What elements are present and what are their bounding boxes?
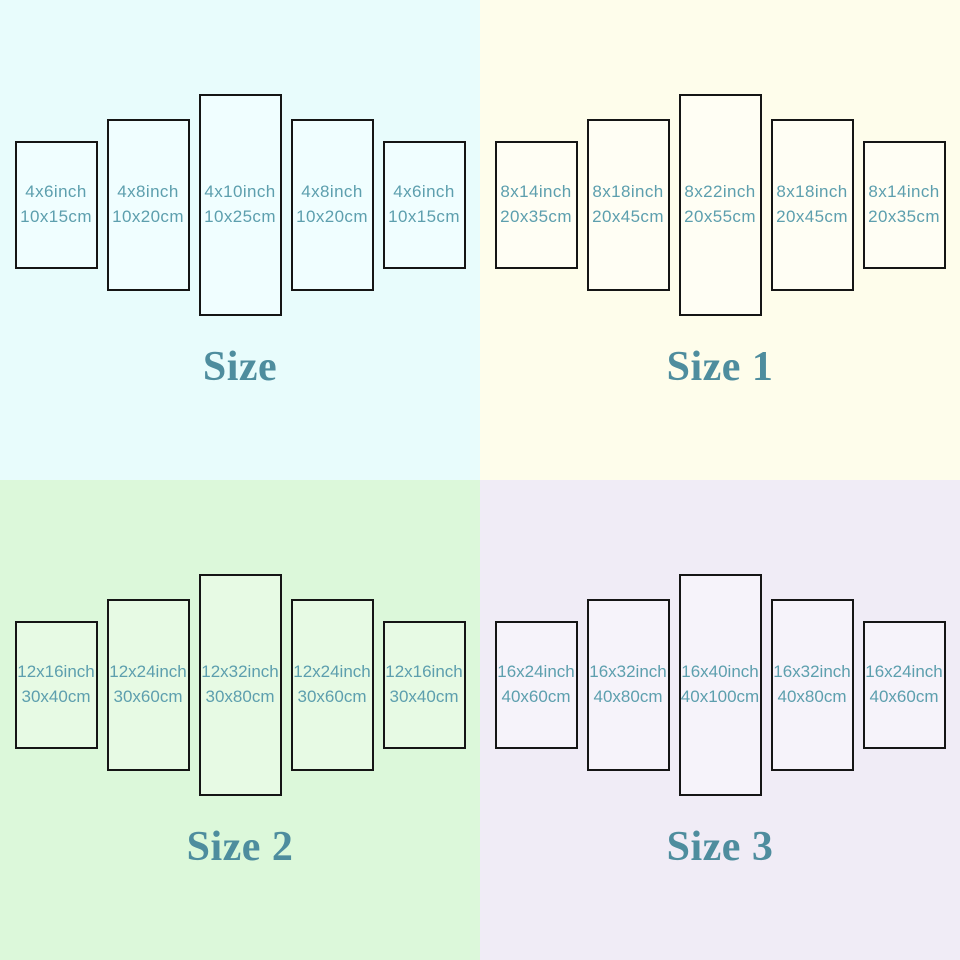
size-cm: 30x40cm bbox=[389, 687, 459, 706]
panel-size-label: 12x16inch 30x40cm bbox=[385, 660, 463, 709]
size-cm: 40x60cm bbox=[869, 687, 939, 706]
panel-size-label: 12x24inch 30x60cm bbox=[109, 660, 187, 709]
size-inch: 16x24inch bbox=[497, 662, 575, 682]
size-inch: 4x6inch bbox=[393, 182, 455, 202]
panel-size-label: 8x22inch 20x55cm bbox=[684, 180, 756, 229]
size-inch: 8x22inch bbox=[684, 182, 756, 202]
panel-size-label: 16x32inch 40x80cm bbox=[589, 660, 667, 709]
panel-size-label: 8x18inch 20x45cm bbox=[776, 180, 848, 229]
panel-size-label: 8x18inch 20x45cm bbox=[592, 180, 664, 229]
panel-size-label: 4x8inch 10x20cm bbox=[112, 180, 184, 229]
size-cm: 20x35cm bbox=[500, 207, 572, 226]
size-inch: 8x14inch bbox=[500, 182, 572, 202]
panel-3: 4x10inch 10x25cm bbox=[198, 94, 282, 316]
size-inch: 16x24inch bbox=[865, 662, 943, 682]
panel-row: 4x6inch 10x15cm 4x8inch 10x20cm 4x10inch… bbox=[0, 94, 480, 316]
panel-size-label: 12x16inch 30x40cm bbox=[17, 660, 95, 709]
panel-5: 12x16inch 30x40cm bbox=[382, 621, 466, 749]
size-cm: 30x40cm bbox=[21, 687, 91, 706]
size-inch: 4x10inch bbox=[204, 182, 276, 202]
panel-size-label: 4x8inch 10x20cm bbox=[296, 180, 368, 229]
panel-size-label: 16x40inch 40x100cm bbox=[681, 660, 759, 709]
size-cm: 20x55cm bbox=[684, 207, 756, 226]
size-chart-quadrant-size-1: 8x14inch 20x35cm 8x18inch 20x45cm 8x22in… bbox=[480, 0, 960, 480]
chart-title: Size 3 bbox=[666, 824, 774, 870]
size-inch: 12x24inch bbox=[109, 662, 187, 682]
panel-size-label: 4x10inch 10x25cm bbox=[204, 180, 276, 229]
panel-3: 12x32inch 30x80cm bbox=[198, 574, 282, 796]
size-cm: 20x35cm bbox=[868, 207, 940, 226]
size-cm: 10x15cm bbox=[388, 207, 460, 226]
size-cm: 40x100cm bbox=[680, 687, 760, 706]
chart-title: Size 1 bbox=[666, 344, 774, 390]
panel-size-label: 16x24inch 40x60cm bbox=[497, 660, 575, 709]
panel-5: 16x24inch 40x60cm bbox=[862, 621, 946, 749]
size-inch: 4x8inch bbox=[301, 182, 363, 202]
panel-size-label: 8x14inch 20x35cm bbox=[500, 180, 572, 229]
size-cm: 10x15cm bbox=[20, 207, 92, 226]
panel-5: 8x14inch 20x35cm bbox=[862, 141, 946, 269]
size-inch: 8x14inch bbox=[868, 182, 940, 202]
size-cm: 10x25cm bbox=[204, 207, 276, 226]
size-inch: 12x16inch bbox=[385, 662, 463, 682]
size-inch: 4x6inch bbox=[25, 182, 87, 202]
size-inch: 12x24inch bbox=[293, 662, 371, 682]
panel-size-label: 12x32inch 30x80cm bbox=[201, 660, 279, 709]
size-cm: 20x45cm bbox=[776, 207, 848, 226]
panel-3: 16x40inch 40x100cm bbox=[678, 574, 762, 796]
size-cm: 30x80cm bbox=[205, 687, 275, 706]
panel-row: 12x16inch 30x40cm 12x24inch 30x60cm 12x3… bbox=[0, 574, 480, 796]
size-inch: 16x32inch bbox=[773, 662, 851, 682]
panel-4: 4x8inch 10x20cm bbox=[290, 119, 374, 291]
panel-1: 8x14inch 20x35cm bbox=[494, 141, 578, 269]
size-inch: 4x8inch bbox=[117, 182, 179, 202]
panel-1: 12x16inch 30x40cm bbox=[14, 621, 98, 749]
panel-size-label: 8x14inch 20x35cm bbox=[868, 180, 940, 229]
size-cm: 10x20cm bbox=[296, 207, 368, 226]
panel-3: 8x22inch 20x55cm bbox=[678, 94, 762, 316]
panel-size-label: 16x24inch 40x60cm bbox=[865, 660, 943, 709]
size-inch: 16x32inch bbox=[589, 662, 667, 682]
panel-4: 12x24inch 30x60cm bbox=[290, 599, 374, 771]
chart-title: Size bbox=[202, 344, 278, 390]
panel-size-label: 16x32inch 40x80cm bbox=[773, 660, 851, 709]
size-cm: 10x20cm bbox=[112, 207, 184, 226]
size-cm: 20x45cm bbox=[592, 207, 664, 226]
panel-5: 4x6inch 10x15cm bbox=[382, 141, 466, 269]
size-cm: 30x60cm bbox=[297, 687, 367, 706]
panel-2: 12x24inch 30x60cm bbox=[106, 599, 190, 771]
panel-size-label: 4x6inch 10x15cm bbox=[388, 180, 460, 229]
size-cm: 40x80cm bbox=[593, 687, 663, 706]
panel-row: 8x14inch 20x35cm 8x18inch 20x45cm 8x22in… bbox=[480, 94, 960, 316]
panel-size-label: 12x24inch 30x60cm bbox=[293, 660, 371, 709]
panel-4: 16x32inch 40x80cm bbox=[770, 599, 854, 771]
size-inch: 12x16inch bbox=[17, 662, 95, 682]
size-chart-quadrant-size: 4x6inch 10x15cm 4x8inch 10x20cm 4x10inch… bbox=[0, 0, 480, 480]
panel-2: 16x32inch 40x80cm bbox=[586, 599, 670, 771]
panel-2: 8x18inch 20x45cm bbox=[586, 119, 670, 291]
panel-1: 4x6inch 10x15cm bbox=[14, 141, 98, 269]
size-inch: 12x32inch bbox=[201, 662, 279, 682]
panel-2: 4x8inch 10x20cm bbox=[106, 119, 190, 291]
panel-1: 16x24inch 40x60cm bbox=[494, 621, 578, 749]
size-cm: 40x80cm bbox=[777, 687, 847, 706]
size-chart-quadrant-size-3: 16x24inch 40x60cm 16x32inch 40x80cm 16x4… bbox=[480, 480, 960, 960]
panel-row: 16x24inch 40x60cm 16x32inch 40x80cm 16x4… bbox=[480, 574, 960, 796]
size-cm: 40x60cm bbox=[501, 687, 571, 706]
size-inch: 8x18inch bbox=[776, 182, 848, 202]
size-chart-quadrant-size-2: 12x16inch 30x40cm 12x24inch 30x60cm 12x3… bbox=[0, 480, 480, 960]
size-inch: 8x18inch bbox=[592, 182, 664, 202]
size-cm: 30x60cm bbox=[113, 687, 183, 706]
chart-title: Size 2 bbox=[186, 824, 294, 870]
panel-4: 8x18inch 20x45cm bbox=[770, 119, 854, 291]
size-inch: 16x40inch bbox=[681, 662, 759, 682]
panel-size-label: 4x6inch 10x15cm bbox=[20, 180, 92, 229]
